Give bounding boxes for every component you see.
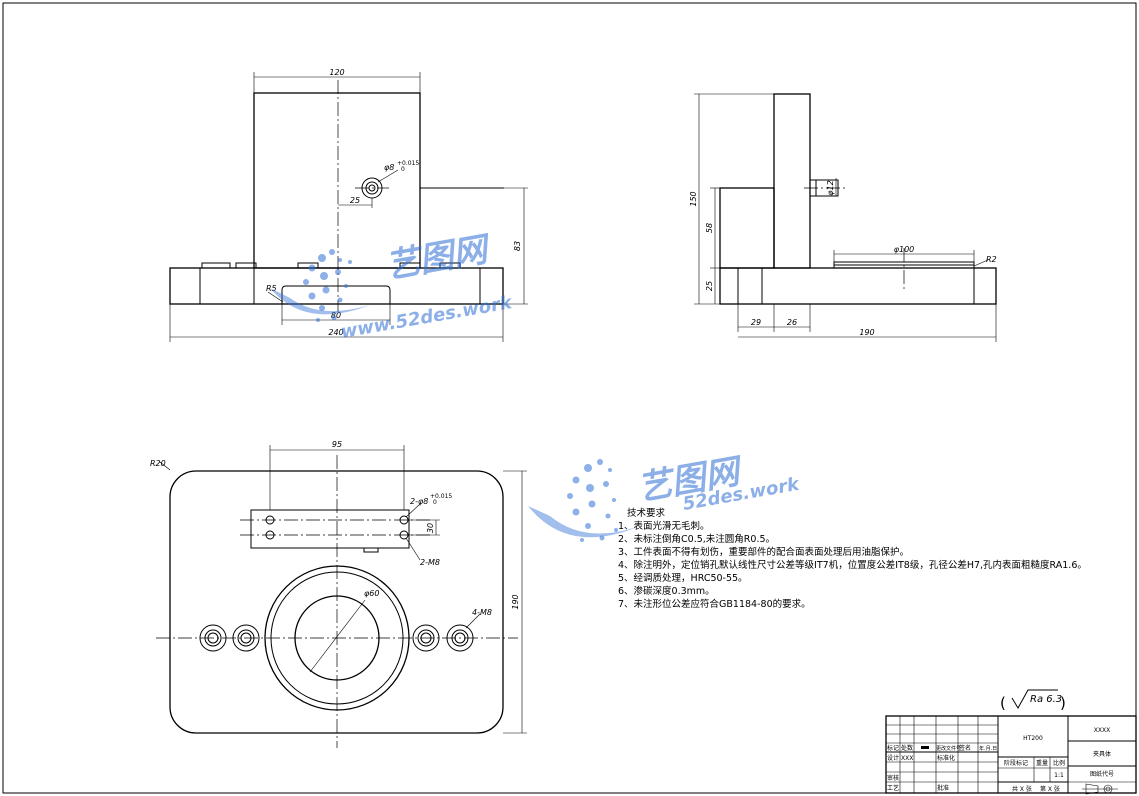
surface-roughness-symbol: ( Ra 6.3 ) — [1000, 689, 1066, 712]
front-view: 120 25 φ8 +0.015 0 83 R5 80 240 — [169, 68, 528, 342]
tb-drawing-no: 图纸代号 — [1090, 770, 1114, 778]
dim-front-height: 83 — [513, 241, 522, 251]
dim-top-span: 95 — [332, 440, 342, 449]
requirement-item: 5、经调质处理，HRC50-55。 — [618, 572, 748, 584]
dim-top-bore-dia: φ60 — [364, 589, 379, 598]
tb-approve: 批准 — [937, 784, 949, 792]
tb-scale-label: 比例 — [1053, 759, 1065, 767]
dim-front-inner-width: 80 — [331, 311, 341, 320]
dim-side-base-height: 25 — [705, 281, 714, 291]
dim-front-hole-tol-upper: +0.015 — [397, 160, 419, 167]
dim-side-bore-dia: φ100 — [894, 245, 915, 254]
tb-scale: 1:1 — [1054, 772, 1064, 779]
dim-side-w2: 26 — [787, 318, 797, 327]
watermark-1-url: www.52des.work — [339, 292, 514, 343]
title-block: 标记 处数 更改文件号 签名 年.月.日 设计 XXX 标准化 审核 工艺 批准… — [885, 715, 1137, 795]
dim-top-tapped-large: 4-M8 — [472, 608, 492, 617]
requirement-item: 2、未标注倒角C0.5,未注圆角R0.5。 — [618, 533, 775, 545]
dim-side-depth: 190 — [859, 328, 874, 337]
dim-front-hole-dia: φ8 — [384, 163, 394, 172]
requirement-item: 3、工件表面不得有划伤，重要部件的配合面表面处理后用油脂保护。 — [618, 546, 909, 558]
dim-front-hole-offset: 25 — [350, 196, 360, 205]
tb-standardize: 标准化 — [937, 754, 955, 762]
technical-requirements: 技术要求 1、表面光滑无毛刺。 2、未标注倒角C0.5,未注圆角R0.5。 3、… — [618, 507, 1087, 610]
dim-top-pin-holes: 2-φ8 — [410, 497, 428, 506]
watermark-globe-icon — [528, 459, 640, 542]
top-view: R20 95 2-φ8 +0.015 0 30 2-M8 φ60 4-M8 19… — [150, 440, 527, 748]
tb-sign: 签名 — [959, 744, 971, 752]
requirement-item: 7、未注形位公差应符合GB1184-80的要求。 — [618, 598, 811, 610]
tb-stage-mark: 阶段标记 — [1004, 759, 1028, 767]
requirements-title: 技术要求 — [627, 507, 666, 519]
dim-side-radius: R2 — [986, 255, 997, 264]
dim-side-w1: 29 — [751, 318, 761, 327]
dim-top-spacing: 30 — [426, 523, 435, 533]
dim-side-mid-height: 58 — [705, 223, 714, 233]
tb-date: 年.月.日 — [979, 745, 997, 752]
tb-material: HT200 — [1023, 735, 1043, 742]
tb-weight: 重量 — [1036, 759, 1048, 767]
projection-symbol-icon — [1082, 783, 1118, 795]
requirement-item: 4、除注明外，定位销孔默认线性尺寸公差等级IT7机，位置度公差IT8级，孔径公差… — [618, 559, 1087, 571]
tb-sheet-no: 第 X 张 — [1040, 785, 1060, 793]
dim-front-width-top: 120 — [329, 68, 344, 77]
svg-text:): ) — [1060, 694, 1066, 712]
dim-top-pin-tol-lower: 0 — [433, 499, 437, 506]
requirement-item: 1、表面光滑无毛刺。 — [618, 520, 710, 532]
dim-top-pin-tol-upper: +0.015 — [430, 493, 452, 500]
dim-top-corner-radius: R20 — [150, 459, 166, 468]
svg-text:(: ( — [1000, 694, 1006, 712]
tb-check: 审核 — [887, 774, 899, 782]
tb-design: 设计 — [887, 754, 899, 762]
watermark-1-cn: 艺图网 — [383, 229, 495, 287]
dim-side-pin-dia: φ12 — [826, 180, 835, 195]
dim-front-radius: R5 — [266, 284, 277, 293]
dim-top-tapped-small: 2-M8 — [420, 558, 440, 567]
side-view: 150 58 25 φ12 φ100 R2 29 26 190 — [689, 93, 997, 342]
tb-code: XXXX — [1094, 727, 1110, 734]
requirement-item: 6、渗碳深度0.3mm。 — [618, 585, 715, 597]
dim-front-base-width: 240 — [328, 328, 343, 337]
watermark-globe-icon — [270, 249, 370, 322]
tb-count: 处数 — [901, 744, 913, 752]
tb-part-name: 夹具体 — [1093, 750, 1111, 758]
dim-top-height: 190 — [511, 594, 520, 609]
tb-change-doc: 更改文件号 — [936, 745, 961, 752]
dim-front-hole-tol-lower: 0 — [401, 166, 405, 173]
dim-side-total-height: 150 — [689, 191, 698, 206]
roughness-value: Ra 6.3 — [1030, 694, 1062, 705]
tb-mark: 标记 — [887, 744, 899, 752]
tb-designer: XXX — [901, 755, 913, 762]
tb-process: 工艺 — [887, 784, 899, 792]
tb-sheet-total: 共 X 张 — [1012, 785, 1032, 793]
